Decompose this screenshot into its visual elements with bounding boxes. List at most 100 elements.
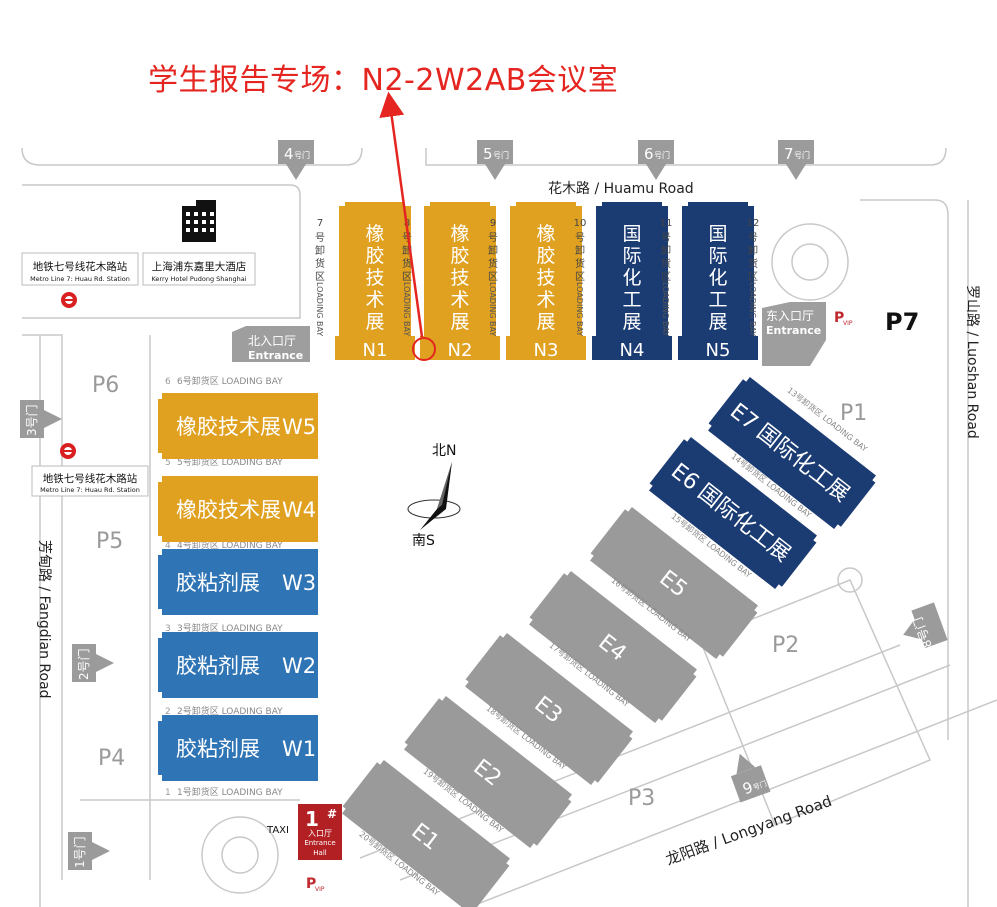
parking-p7: P7 [885, 308, 919, 336]
svg-text:号卸货区: 号卸货区 [748, 232, 758, 283]
metro-icon-west [60, 443, 76, 459]
svg-text:1: 1 [165, 788, 171, 798]
north-entrance-en: Entrance [248, 349, 303, 362]
parking-p3: P3 [628, 786, 655, 811]
parking-p4: P4 [98, 746, 125, 771]
compass-icon [407, 462, 461, 530]
svg-text:LOADING BAY: LOADING BAY [402, 282, 411, 336]
hall-w4-id: W4 [282, 498, 316, 522]
hall-w4-exhibit: 橡胶技术展 [176, 498, 281, 522]
svg-text:7: 7 [784, 145, 794, 163]
road-fangdian: 芳甸路 / Fangdian Road [36, 540, 53, 699]
gate-2[interactable]: 2号门 [72, 644, 114, 682]
svg-text:2: 2 [165, 707, 171, 717]
svg-text:6: 6 [644, 145, 654, 163]
entrance-hall-1[interactable]: 1 # 入口厅 Entrance Hall [298, 804, 342, 860]
hall-n3-id: N3 [534, 340, 559, 361]
hall-n4-id: N4 [620, 340, 645, 361]
svg-text:LOADING BAY: LOADING BAY [661, 282, 670, 336]
east-entrance-en: Entrance [766, 324, 821, 337]
hall-n4-exhibit: 国际化工展 [622, 223, 641, 333]
svg-text:5: 5 [165, 458, 171, 468]
entrance-hall-1-num: 1 [305, 807, 319, 831]
hall-e2[interactable]: E2 [401, 693, 575, 850]
parking-p1: P1 [840, 401, 867, 426]
parking-p5: P5 [96, 529, 123, 554]
hall-n3-exhibit: 橡胶技术展 [536, 223, 555, 333]
svg-text:12: 12 [747, 218, 760, 229]
hotel-label: 上海浦东嘉里大酒店 Kerry Hotel Pudong Shanghai [142, 252, 256, 286]
svg-text:号卸货区: 号卸货区 [488, 232, 498, 283]
hall-w5-exhibit: 橡胶技术展 [176, 415, 281, 439]
hall-e5[interactable]: E5 [587, 504, 761, 661]
svg-text:1号门: 1号门 [72, 836, 87, 868]
hotel-cn: 上海浦东嘉里大酒店 [152, 260, 247, 273]
hall-e1[interactable]: E1 [339, 757, 513, 907]
entrance-hall-1-cn: 入口厅 [308, 829, 332, 838]
road-luoshan: 罗山路 / Luoshan Road [964, 285, 980, 439]
gate-9[interactable]: 9号门 [730, 750, 771, 803]
north-entrance-cn: 北入口厅 [248, 334, 296, 348]
svg-text:9: 9 [490, 218, 496, 229]
svg-text:6: 6 [165, 377, 171, 387]
hotel-en: Kerry Hotel Pudong Shanghai [151, 275, 246, 283]
compass-south: 南S [412, 533, 435, 549]
svg-text:号门: 号门 [294, 150, 310, 160]
hall-w1-exhibit: 胶粘剂展 [176, 737, 260, 761]
hall-n1-exhibit: 橡胶技术展 [365, 223, 384, 333]
svg-text:VIP: VIP [843, 320, 853, 327]
hall-w3-id: W3 [282, 571, 316, 595]
svg-text:P: P [834, 310, 844, 326]
road-outlines [21, 147, 997, 907]
hall-w2-exhibit: 胶粘剂展 [176, 654, 260, 678]
svg-text:LOADING BAY: LOADING BAY [315, 282, 324, 336]
svg-text:号卸货区: 号卸货区 [315, 232, 325, 283]
hall-n1[interactable]: 橡胶技术展 N1 [335, 202, 415, 361]
north-entrance[interactable]: 北入口厅 Entrance [232, 326, 310, 362]
highlight-circle [412, 337, 436, 361]
parking-labels: P1 P2 P3 P4 P5 P6 [92, 373, 867, 811]
svg-text:LOADING BAY: LOADING BAY [575, 282, 584, 336]
svg-text:2号门: 2号门 [76, 648, 91, 680]
svg-text:号门: 号门 [794, 150, 810, 160]
gate-3[interactable]: 3号门 [20, 400, 62, 438]
metro-en-west: Metro Line 7: Huau Rd. Station [40, 486, 140, 494]
svg-text:P: P [306, 876, 316, 892]
hall-e4[interactable]: E4 [526, 568, 700, 725]
svg-text:5: 5 [483, 145, 493, 163]
east-vip-parking-icon: P VIP [834, 310, 853, 327]
east-entrance[interactable]: 东入口厅 Entrance [762, 302, 826, 366]
road-huamu: 花木路 / Huamu Road [548, 181, 694, 197]
gate-8[interactable]: 8号门 [899, 602, 948, 650]
hall-n4[interactable]: 国际化工展 N4 [592, 202, 672, 361]
hall-n2-id: N2 [448, 340, 473, 361]
hall-n3[interactable]: 橡胶技术展 N3 [506, 202, 586, 361]
east-entrance-cn: 东入口厅 [766, 309, 814, 323]
svg-text:VIP: VIP [315, 886, 325, 893]
hall-e3[interactable]: E3 [462, 630, 636, 787]
metro-en: Metro Line 7: Huau Rd. Station [30, 275, 130, 283]
svg-text:号卸货区: 号卸货区 [575, 232, 585, 283]
entrance-hall-1-en1: Entrance [304, 839, 335, 847]
svg-text:号卸货区: 号卸货区 [661, 232, 671, 283]
gate-1[interactable]: 1号门 [68, 832, 110, 870]
hall-n1-id: N1 [363, 340, 388, 361]
